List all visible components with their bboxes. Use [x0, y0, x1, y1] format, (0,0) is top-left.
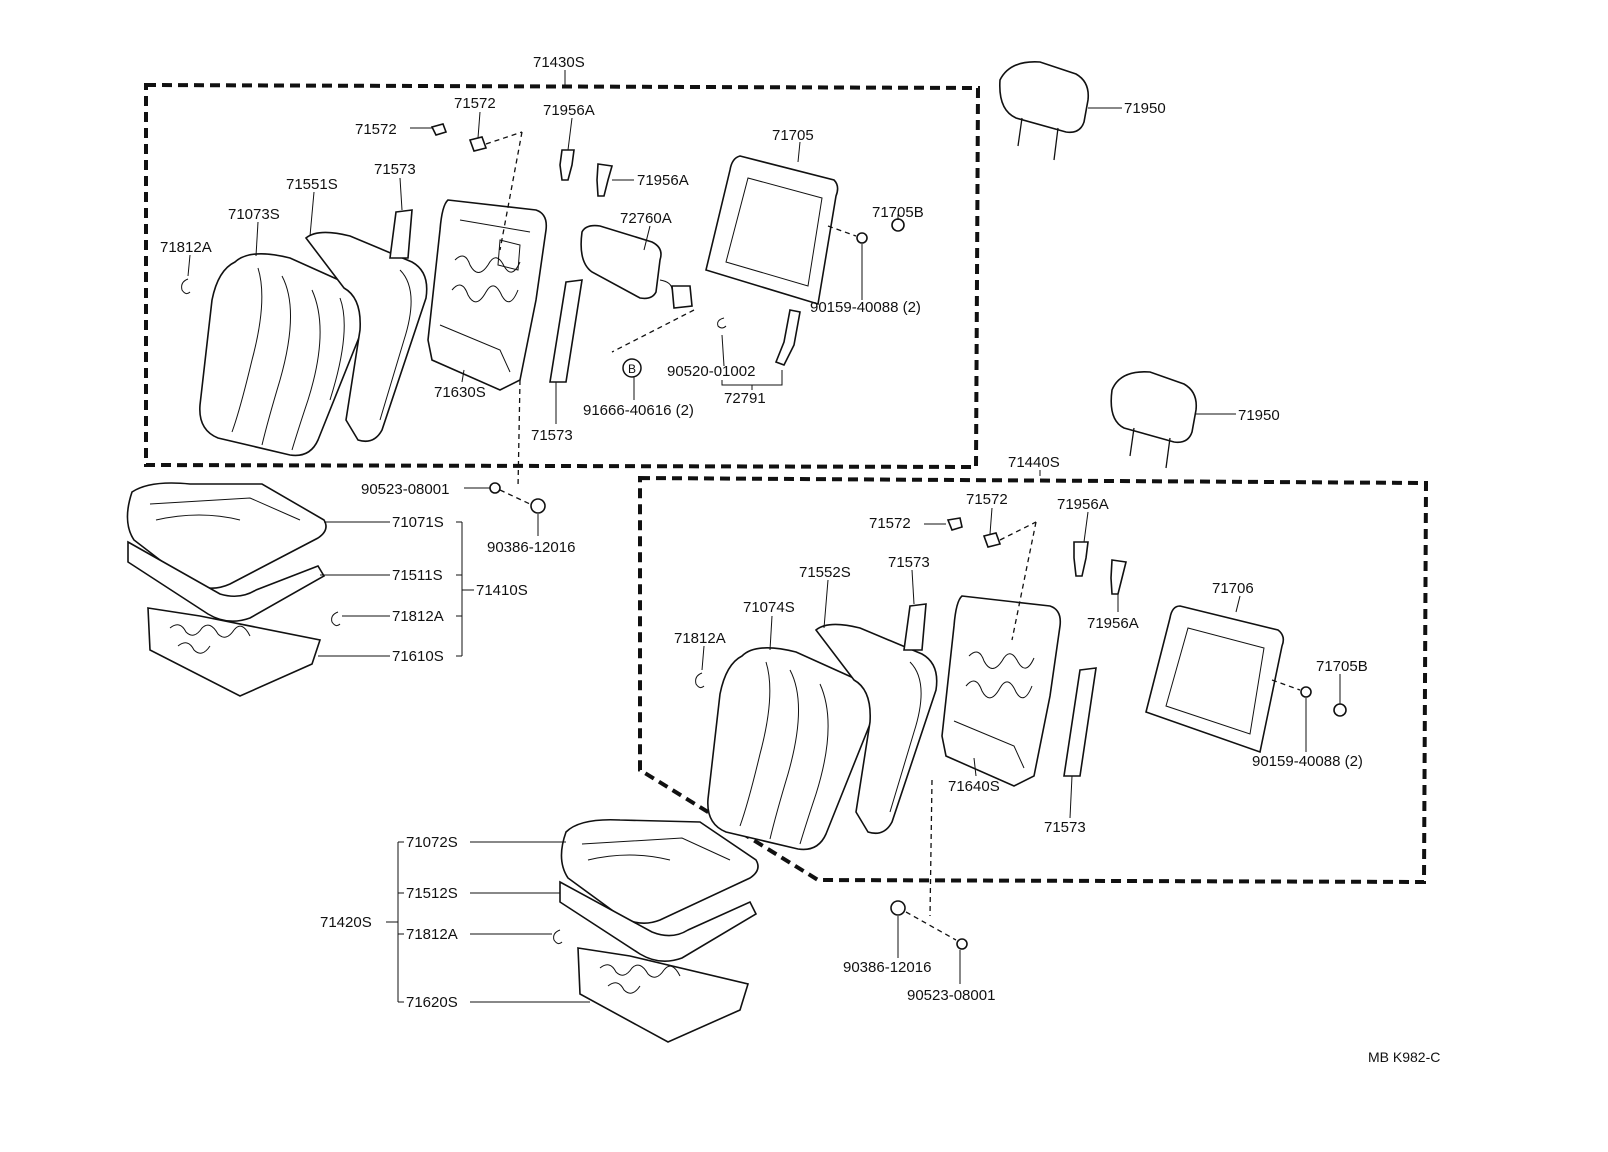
drawing-code: MB K982-C [1368, 1049, 1440, 1065]
clip-71812A-mid [331, 611, 341, 627]
screw-90159-upper [827, 225, 868, 244]
label-71573-upper-bottom: 71573 [531, 427, 573, 444]
label-71573-upper-top: 71573 [374, 161, 416, 178]
label-71071S: 71071S [392, 514, 444, 531]
label-71610S: 71610S [392, 648, 444, 665]
grommet-71705B-lower [1333, 703, 1347, 717]
label-71950-lower: 71950 [1238, 407, 1280, 424]
label-90386-12016-lower: 90386-12016 [843, 959, 931, 976]
label-90520-01002: 90520-01002 [667, 363, 755, 380]
label-71572-lower-left: 71572 [869, 515, 911, 532]
label-71956A-top: 71956A [543, 102, 595, 119]
label-71551S: 71551S [286, 176, 338, 193]
label-71572-lower-top: 71572 [966, 491, 1008, 508]
label-71705: 71705 [772, 127, 814, 144]
seat-frame-71620S [577, 947, 750, 1043]
back-board-71706 [1145, 605, 1285, 754]
clip-71572-upper [430, 123, 523, 152]
rod-72791 [774, 309, 801, 367]
label-71573-lower-bottom: 71573 [1044, 819, 1086, 836]
label-71552S: 71552S [799, 564, 851, 581]
label-71705B-upper: 71705B [872, 204, 924, 221]
label-91666-40616: 91666-40616 (2) [583, 402, 694, 419]
part-labels: 71430S 71572 71572 71956A 71956A 71705 7… [160, 54, 1440, 1065]
seatback-frame-71630S [427, 131, 548, 489]
clip-71812A-upper [181, 278, 191, 295]
label-72760A: 72760A [620, 210, 672, 227]
label-71410S: 71410S [476, 582, 528, 599]
label-90159-40088-lower: 90159-40088 (2) [1252, 753, 1363, 770]
label-71511S: 71511S [392, 567, 443, 584]
label-71956A-lower-bottom: 71956A [1087, 615, 1139, 632]
label-71812A-lower: 71812A [674, 630, 726, 647]
seat-cushion-71071S [126, 482, 327, 589]
label-71073S: 71073S [228, 206, 280, 223]
label-71572-left: 71572 [355, 121, 397, 138]
seat-pad-71512S [559, 880, 758, 962]
guide-71956A-lower [1073, 541, 1127, 595]
label-90386-12016-upper: 90386-12016 [487, 539, 575, 556]
label-71430S: 71430S [533, 54, 585, 71]
back-board-71705 [705, 155, 839, 306]
label-72791: 72791 [724, 390, 766, 407]
seat-pad-71511S [127, 540, 326, 622]
leader-lines [187, 70, 1341, 1003]
label-71074S: 71074S [743, 599, 795, 616]
label-71630S: 71630S [434, 384, 486, 401]
nut-90523-upper [489, 482, 546, 514]
label-90523-08001-upper: 90523-08001 [361, 481, 449, 498]
label-71440S: 71440S [1008, 454, 1060, 471]
seat-frame-71610S [147, 607, 322, 697]
label-71812A-c: 71812A [406, 926, 458, 943]
label-71620S: 71620S [406, 994, 458, 1011]
label-90523-08001-lower: 90523-08001 [907, 987, 995, 1004]
hook-90520 [717, 317, 727, 329]
label-71956A-lower-top: 71956A [1057, 496, 1109, 513]
label-71956A-right: 71956A [637, 172, 689, 189]
label-71420S: 71420S [320, 914, 372, 931]
label-71640S: 71640S [948, 778, 1000, 795]
seatback-frame-71640S [929, 521, 1062, 917]
screw-90159-lower [1271, 679, 1312, 698]
lumbar-72760A [580, 224, 695, 353]
seatback-cover-71551S [304, 231, 428, 443]
seatback-cover-71552S [814, 623, 938, 835]
label-71512S: 71512S [406, 885, 458, 902]
label-71706: 71706 [1212, 580, 1254, 597]
label-71572-top: 71572 [454, 95, 496, 112]
seat-cushion-71072S [560, 818, 759, 924]
label-71705B-lower: 71705B [1316, 658, 1368, 675]
headrest-71950-upper [999, 61, 1090, 161]
label-71950-upper: 71950 [1124, 100, 1166, 117]
label-71573-lower-top: 71573 [888, 554, 930, 571]
label-71072S: 71072S [406, 834, 458, 851]
assembly-box-71430S [144, 82, 981, 470]
nut-90386-lower [890, 900, 968, 950]
seatback-cushion-71074S [707, 647, 873, 851]
assembly-box-71440S [638, 475, 1429, 885]
circle-b-marker: B [622, 358, 642, 378]
label-71812A-mid: 71812A [392, 608, 444, 625]
label-90159-40088-upper: 90159-40088 (2) [810, 299, 921, 316]
clip-71812A-lower [695, 672, 705, 689]
seatback-cushion-71073S [199, 253, 365, 457]
lever-71573-lower [903, 603, 1097, 777]
headrest-71950-lower [1110, 371, 1198, 469]
lever-71573-upper [389, 209, 583, 383]
clip-71572-lower [946, 517, 1037, 548]
circle-b-text: B [628, 362, 636, 376]
label-71812A-upper: 71812A [160, 239, 212, 256]
guide-71956A-upper [559, 149, 614, 197]
clip-71812A-c [553, 929, 563, 945]
